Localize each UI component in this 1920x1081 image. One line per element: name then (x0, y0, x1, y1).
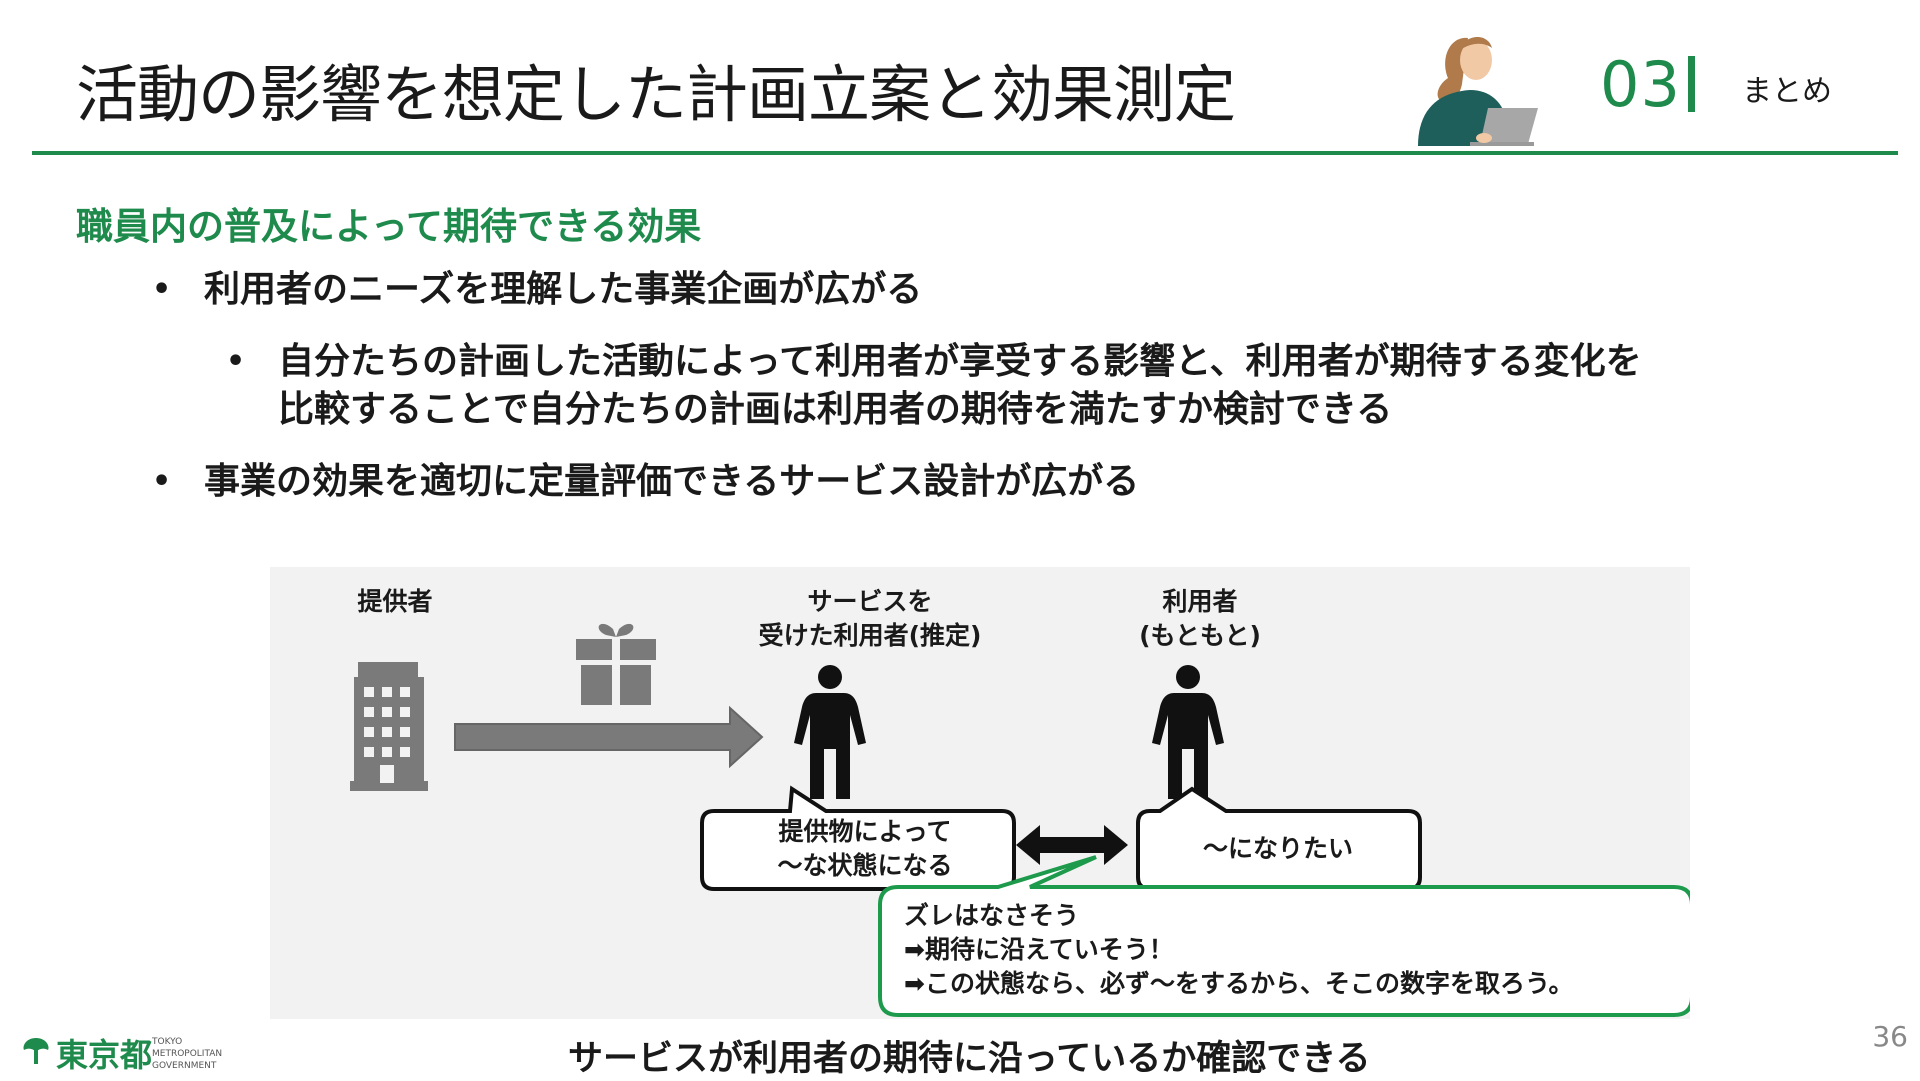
conclusion-text: サービスが利用者の期待に沿っているか確認できる (568, 1039, 1371, 1079)
recipient-label-line1: サービスを (807, 587, 933, 616)
bullet-text: 利用者のニーズを理解した事業企画が広がる (204, 269, 923, 310)
recipient-label-line2: 受けた利用者(推定) (758, 621, 982, 650)
bullet-icon: • (152, 272, 172, 307)
section-divider-bar (1688, 56, 1695, 112)
section-label: まとめ (1742, 74, 1832, 109)
sub-bullet-text-line2: 比較することで自分たちの計画は利用者の期待を満たすか検討できる (278, 389, 1393, 430)
logo-en-line2: GOVERNMENT (152, 1061, 217, 1071)
green-callout-bubble (878, 855, 1690, 1017)
person-laptop-illustration (1418, 36, 1538, 146)
callout-right-text: ～になりたい (1202, 834, 1353, 863)
person-icon (1152, 665, 1224, 799)
gift-icon (576, 623, 656, 705)
logo-text-en: TOKYO METROPOLITAN GOVERNMENT (152, 1036, 252, 1072)
header-rule (32, 151, 1898, 155)
callout-green-text: ズレはなさそう ➡期待に沿えていそう！ ➡この状態なら、必ず～をするから、そこの… (904, 899, 1674, 1001)
ginkgo-icon (23, 1038, 49, 1064)
diagram-graphics (350, 623, 1690, 1017)
person-icon (794, 665, 866, 799)
diagram-panel: 提供者 サービスを 受けた利用者(推定) 利用者 (もともと) (270, 567, 1690, 1019)
provision-arrow-icon (454, 705, 764, 769)
bullet-item: • 事業の効果を適切に定量評価できるサービス設計が広がる (152, 458, 1140, 506)
section-subtitle: 職員内の普及によって期待できる効果 (76, 205, 702, 248)
bullet-item: • 利用者のニーズを理解した事業企画が広がる (152, 266, 923, 314)
user-label: 利用者 (もともと) (1120, 585, 1280, 653)
bullet-icon: • (152, 464, 172, 499)
callout-left-line2: ～な状態になる (777, 851, 953, 880)
sub-bullet-text-line1: 自分たちの計画した活動によって利用者が享受する影響と、利用者が期待する変化を (278, 341, 1642, 382)
bullet-icon: • (226, 344, 246, 379)
callout-green-line3: ➡この状態なら、必ず～をするから、そこの数字を取ろう。 (904, 969, 1574, 998)
callout-green-line1: ズレはなさそう (904, 901, 1080, 930)
page-number: 36 (1872, 1020, 1908, 1053)
page-title: 活動の影響を想定した計画立案と効果測定 (76, 58, 1236, 131)
compare-double-arrow-icon (1016, 825, 1128, 865)
sub-bullet-item: • 自分たちの計画した活動によって利用者が享受する影響と、利用者が期待する変化を… (226, 338, 1818, 434)
user-label-line1: 利用者 (1162, 587, 1238, 616)
building-icon (350, 662, 428, 791)
logo-en-line1: TOKYO METROPOLITAN (152, 1037, 223, 1059)
callout-left-line1: 提供物によって (778, 817, 952, 846)
bullet-text: 事業の効果を適切に定量評価できるサービス設計が広がる (204, 461, 1140, 502)
recipient-label: サービスを 受けた利用者(推定) (710, 585, 1030, 653)
logo-text-jp: 東京都 (56, 1036, 153, 1074)
provider-label: 提供者 (357, 587, 433, 616)
callout-green-line2: ➡期待に沿えていそう！ (904, 935, 1174, 964)
section-number: 03 (1600, 48, 1681, 121)
user-label-line2: (もともと) (1139, 621, 1261, 650)
callout-left-text: 提供物によって ～な状態になる (730, 815, 1000, 883)
